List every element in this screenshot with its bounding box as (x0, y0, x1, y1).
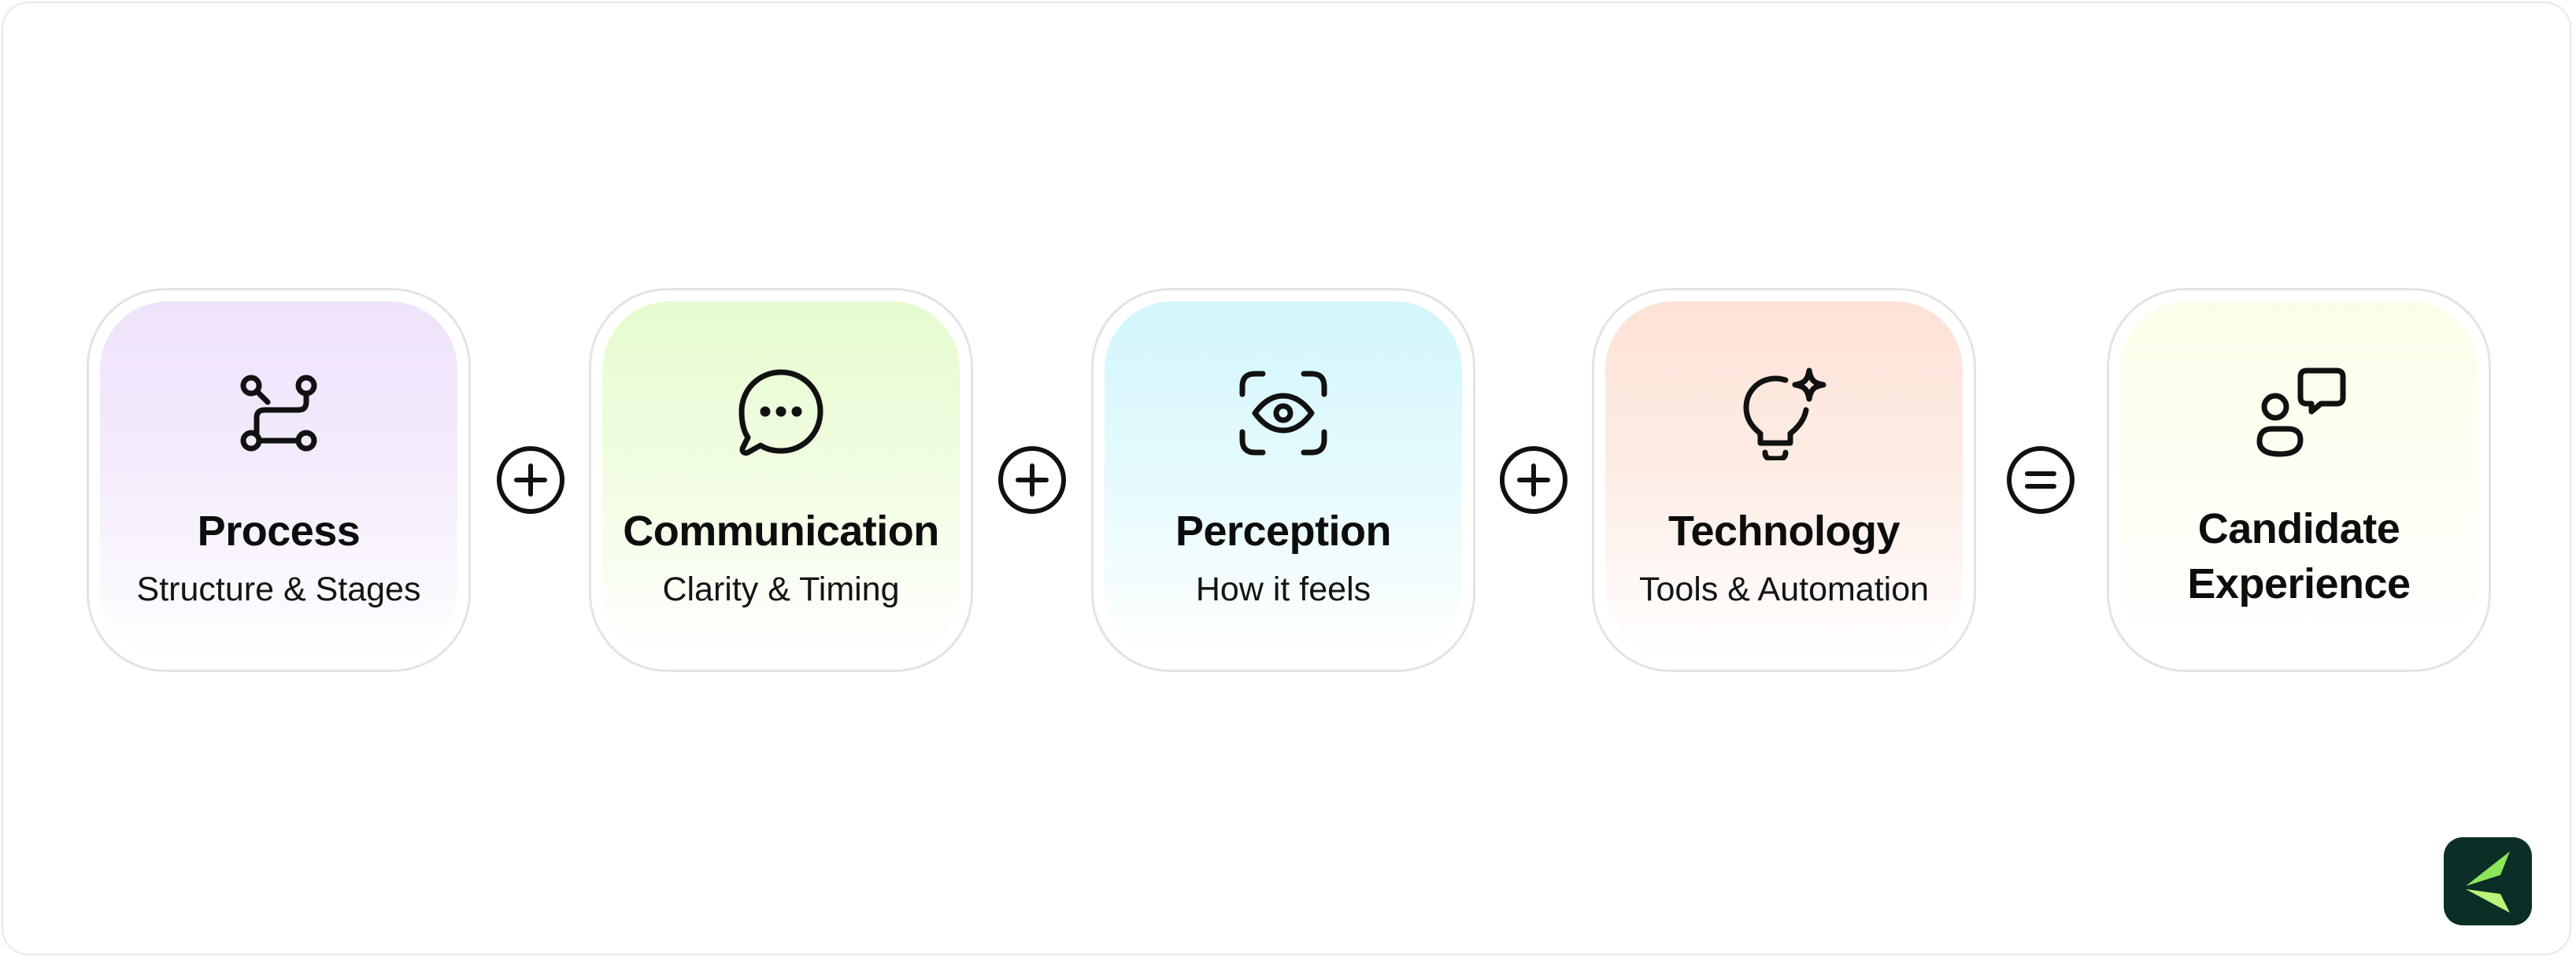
card-candidate-experience: Candidate Experience (2107, 288, 2491, 672)
card-subtitle: Tools & Automation (1638, 570, 1930, 608)
brand-logo-icon (2444, 837, 2532, 925)
card-technology-background: Technology Tools & Automation (1605, 301, 1963, 659)
card-subtitle: Structure & Stages (136, 570, 421, 608)
plus-icon (1499, 445, 1568, 515)
card-candidate-experience-background: Candidate Experience (2120, 301, 2478, 659)
person-chat-icon (2252, 366, 2346, 460)
equals-icon (2006, 445, 2075, 515)
card-title: Perception (1175, 508, 1392, 555)
card-subtitle: Clarity & Timing (662, 570, 900, 608)
card-process: Process Structure & Stages (87, 288, 471, 672)
card-technology: Technology Tools & Automation (1592, 288, 1976, 672)
lightbulb-sparkle-icon (1737, 366, 1831, 460)
card-perception-background: Perception How it feels (1105, 301, 1462, 659)
card-title: Technology (1667, 508, 1901, 555)
plus-icon (997, 445, 1067, 515)
card-title: Candidate Experience (2187, 505, 2411, 607)
eye-scan-icon (1236, 366, 1331, 460)
chat-bubble-icon (734, 366, 828, 460)
card-process-background: Process Structure & Stages (100, 301, 457, 659)
card-communication: Communication Clarity & Timing (589, 288, 973, 672)
card-communication-background: Communication Clarity & Timing (602, 301, 960, 659)
process-path-icon (231, 366, 326, 460)
card-perception: Perception How it feels (1091, 288, 1475, 672)
plus-icon (496, 445, 565, 515)
card-title: Communication (623, 508, 939, 555)
card-title: Process (197, 508, 361, 555)
card-subtitle: How it feels (1195, 570, 1371, 608)
